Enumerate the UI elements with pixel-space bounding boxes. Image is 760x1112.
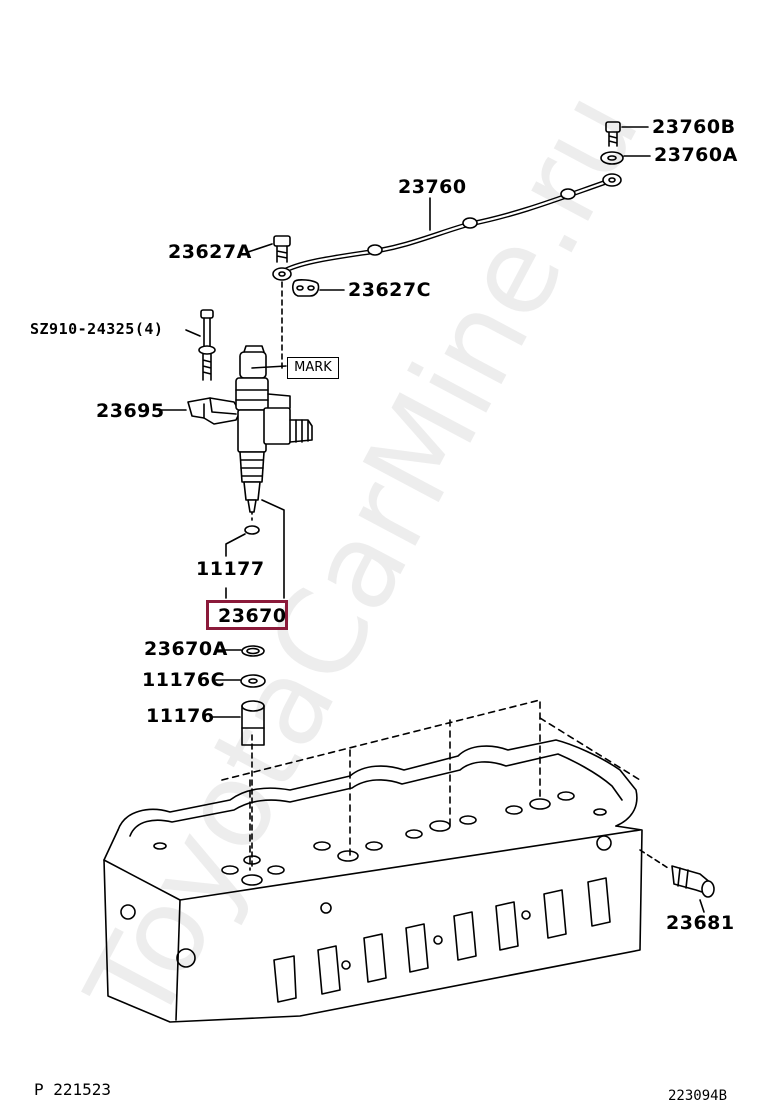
page-code: P 221523 xyxy=(34,1080,112,1099)
bolt-23627a xyxy=(247,235,291,263)
figure-code: 223094B xyxy=(668,1088,728,1104)
part-label-23760a[interactable]: 23760A xyxy=(654,144,738,166)
washer-11177 xyxy=(244,525,260,535)
bolt-sz910 xyxy=(185,309,216,381)
part-label-23670[interactable]: 23670 xyxy=(218,605,287,627)
o-ring-23670a xyxy=(217,645,265,657)
washer-23760a xyxy=(600,151,651,165)
part-label-23681[interactable]: 23681 xyxy=(666,912,735,934)
sleeve-11176 xyxy=(211,700,265,746)
leak-off-pipe xyxy=(272,173,622,281)
part-label-23760[interactable]: 23760 xyxy=(398,176,467,198)
bolt-23760b xyxy=(605,121,649,147)
part-label-23695[interactable]: 23695 xyxy=(96,400,165,422)
mark-label: MARK xyxy=(287,357,339,379)
selected-part-highlight xyxy=(206,600,288,630)
part-label-11176[interactable]: 11176 xyxy=(146,705,215,727)
washer-11176c xyxy=(215,674,266,688)
part-label-23627c[interactable]: 23627C xyxy=(348,279,432,301)
part-label-sz910[interactable]: SZ910-24325(4) xyxy=(30,320,164,338)
plug-23681 xyxy=(671,865,715,913)
part-label-11176c[interactable]: 11176C xyxy=(142,669,226,691)
clamp-23695 xyxy=(159,397,241,425)
part-label-11177[interactable]: 11177 xyxy=(196,558,265,580)
part-label-23627a[interactable]: 23627A xyxy=(168,241,252,263)
injector-23670 xyxy=(235,345,313,513)
part-label-23760b[interactable]: 23760B xyxy=(652,116,736,138)
cylinder-head xyxy=(103,699,669,1023)
gasket-23627c xyxy=(292,279,345,297)
part-label-23670a[interactable]: 23670A xyxy=(144,638,228,660)
